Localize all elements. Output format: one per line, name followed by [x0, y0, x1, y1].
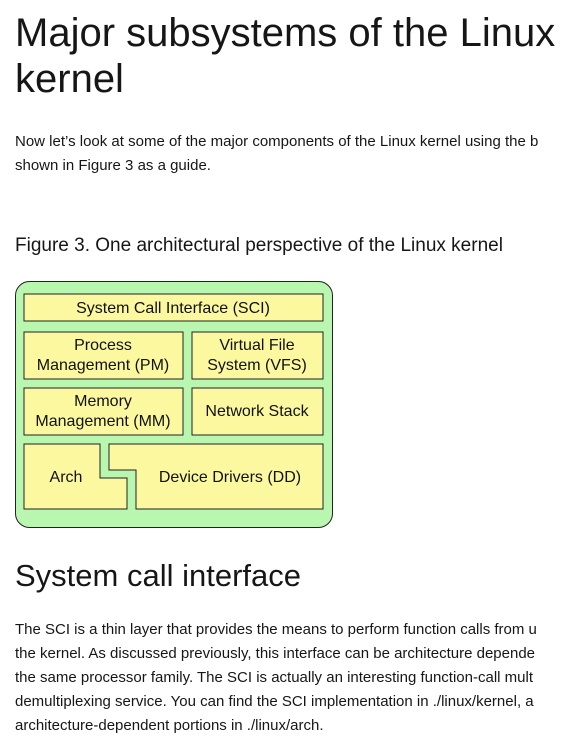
mm-box — [23, 387, 184, 436]
section-heading: System call interface — [15, 558, 301, 593]
sci-box-label: System Call Interface (SCI) — [76, 300, 270, 317]
page-title-line-1: Major subsystems of the Linux — [15, 11, 556, 55]
kernel-architecture-diagram: System Call Interface (SCI) Process Mana… — [15, 281, 333, 528]
section-line-2: the kernel. As discussed previously, thi… — [15, 645, 536, 662]
page-title-line-2: kernel — [15, 57, 124, 101]
vfs-box-label-1: Virtual File — [219, 337, 294, 354]
pm-box — [23, 331, 184, 380]
intro-line-2: shown in Figure 3 as a guide. — [15, 157, 211, 174]
sci-box — [23, 293, 324, 322]
device-drivers-box — [108, 443, 324, 510]
vfs-box-label-2: System (VFS) — [207, 357, 307, 374]
mm-box-label-1: Memory — [74, 393, 132, 410]
intro-paragraph: Now let’s look at some of the major comp… — [15, 130, 586, 178]
device-drivers-box-label: Device Drivers (DD) — [159, 469, 301, 486]
arch-box-label: Arch — [50, 469, 83, 486]
arch-box — [23, 443, 128, 510]
intro-line-1: Now let’s look at some of the major comp… — [15, 133, 539, 150]
mm-box-label-2: Management (MM) — [35, 413, 170, 430]
network-stack-box — [191, 387, 324, 436]
page-title: Major subsystems of the Linux kernel — [15, 10, 586, 102]
figure-caption: Figure 3. One architectural perspective … — [15, 235, 503, 256]
section-paragraph: The SCI is a thin layer that provides th… — [15, 618, 586, 738]
section-line-3: the same processor family. The SCI is ac… — [15, 669, 533, 686]
pm-box-label-2: Management (PM) — [37, 357, 170, 374]
vfs-box — [191, 331, 324, 380]
section-line-4: demultiplexing service. You can find the… — [15, 693, 534, 710]
section-line-1: The SCI is a thin layer that provides th… — [15, 621, 537, 638]
section-line-5: architecture-dependent portions in ./lin… — [15, 717, 324, 734]
network-stack-box-label: Network Stack — [205, 403, 309, 420]
pm-box-label-1: Process — [74, 337, 132, 354]
